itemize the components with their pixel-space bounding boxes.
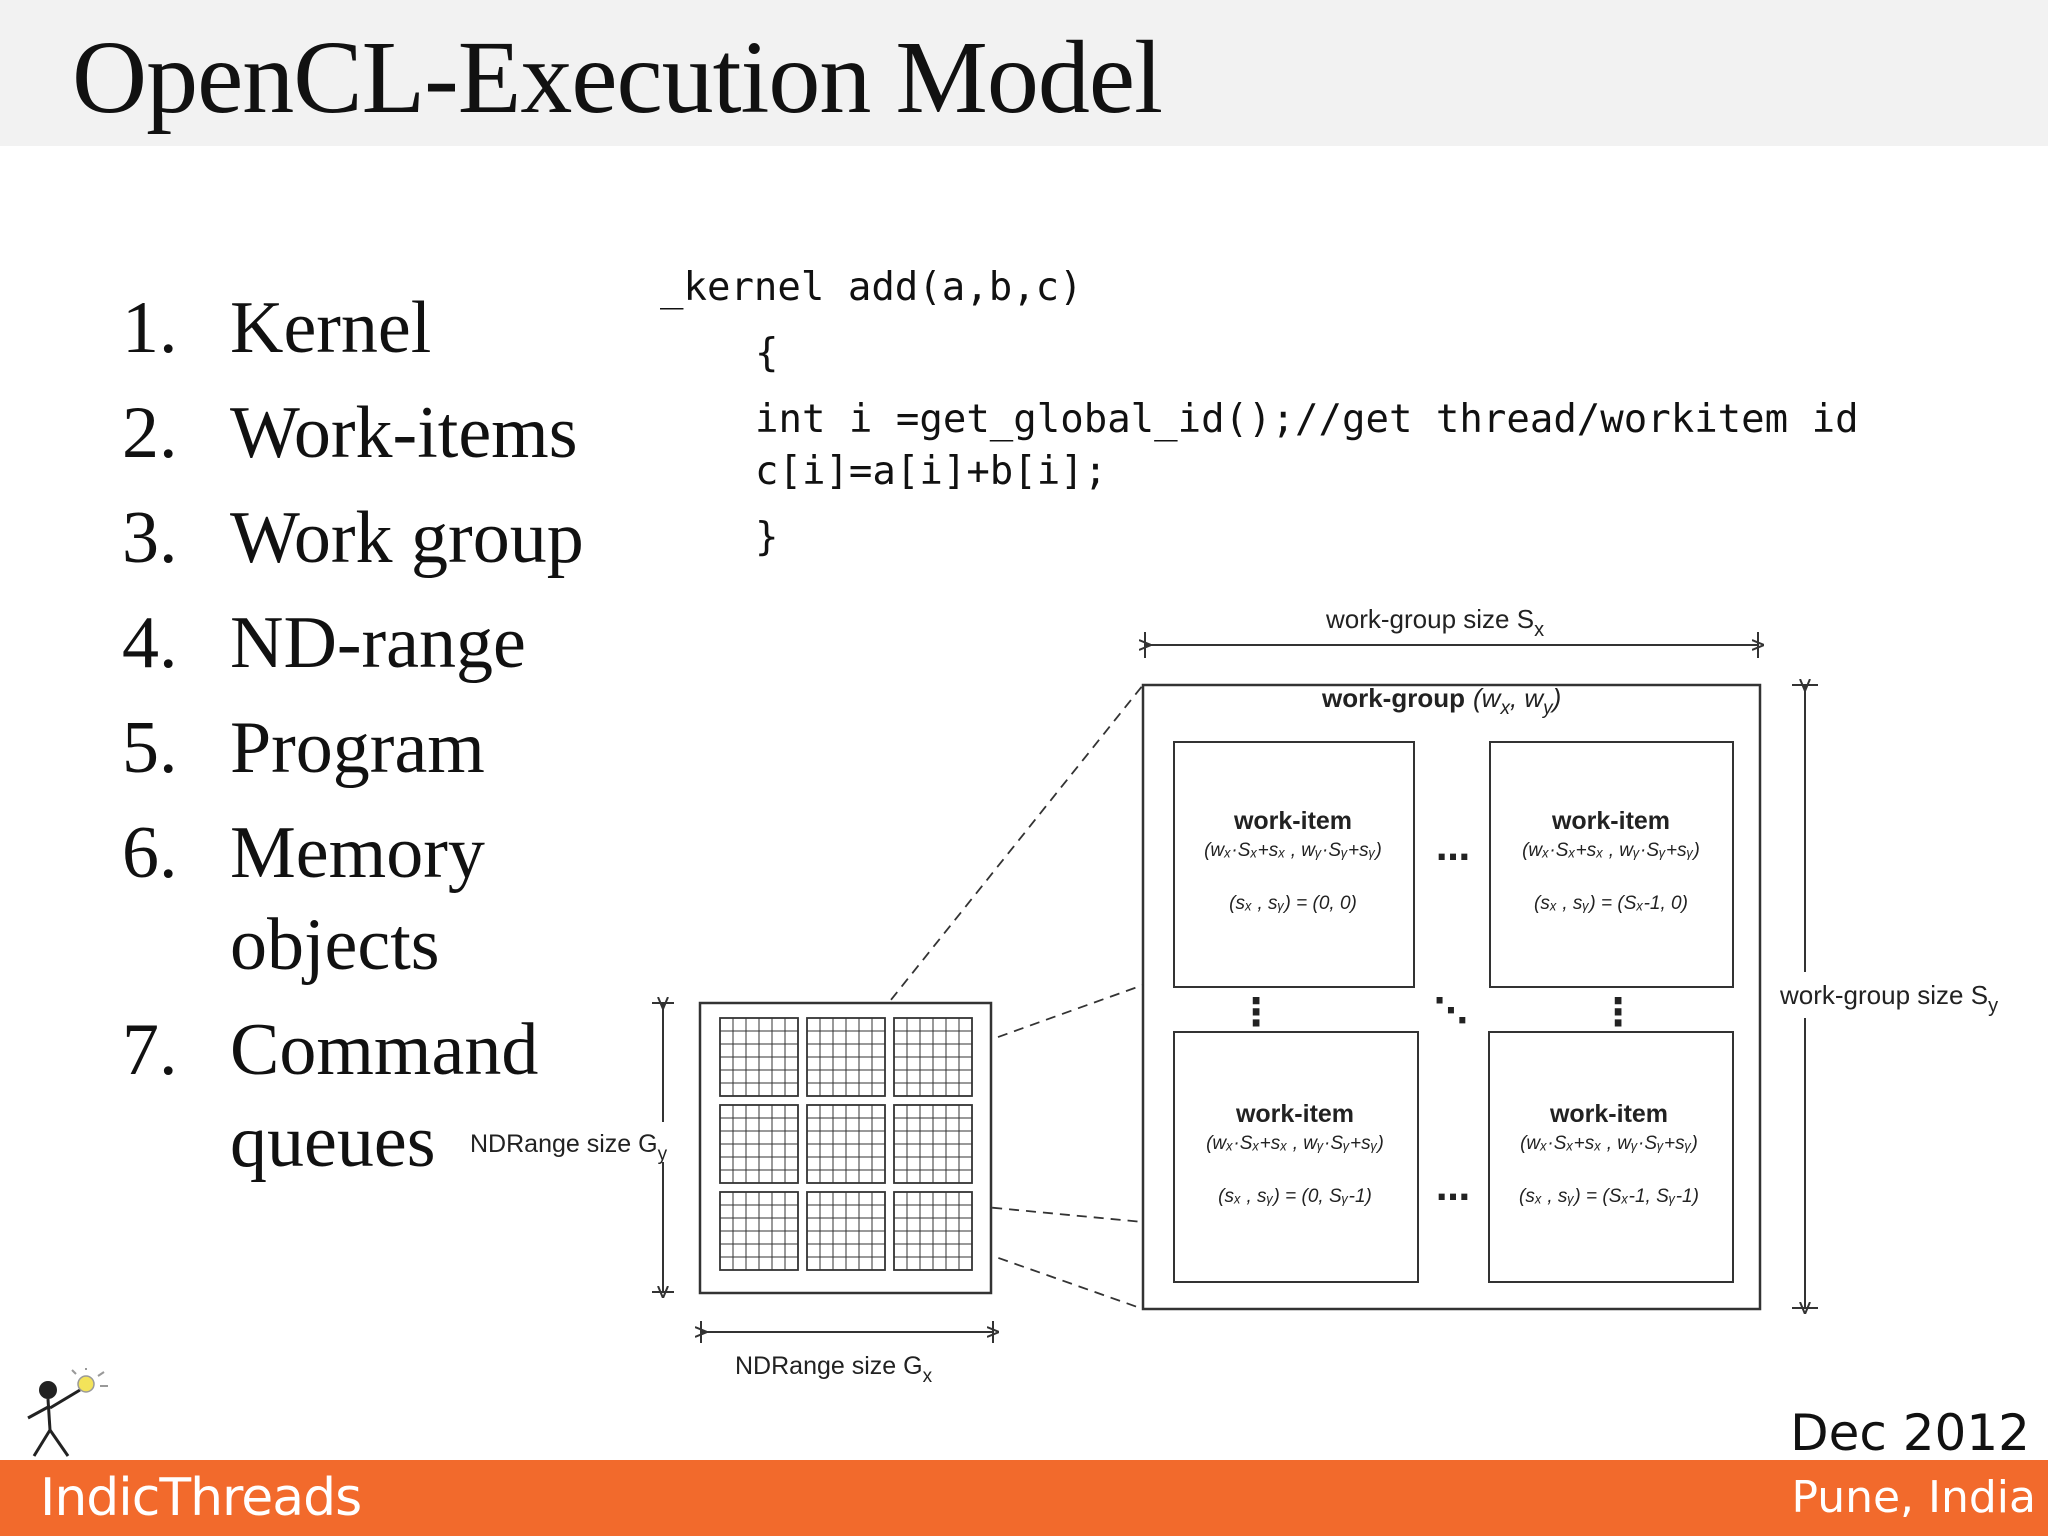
code-line: { [755,331,779,376]
execution-model-diagram: work-group size Sx work-group size Sy wo… [462,604,2040,1387]
list-label: Program [230,707,485,789]
work-group-coords-x: x [1499,698,1511,719]
wg-size-y-sub: y [1988,995,1998,1017]
work-item-local-id: (sₓ , sᵧ) = (0, 0) [1229,893,1357,914]
list-label: Kernel [230,287,432,369]
list-number: 3. [122,497,178,579]
work-item-label: work-item [1551,807,1670,835]
ndrange-y-dimension: NDRange size Gy [462,1003,684,1292]
idea-man-logo [27,1368,108,1457]
work-group-coords-mid: , w [1510,683,1545,713]
ellipsis-vertical: ⋮ [1599,990,1637,1034]
slide-title: OpenCL-Execution Model [72,20,1163,135]
list-number: 7. [122,1009,178,1091]
work-item-label: work-item [1549,1100,1668,1128]
work-item-formula: (wₓ·Sₓ+sₓ , wᵧ·Sᵧ+sᵧ) [1206,1133,1384,1154]
brand-name: IndicThreads [40,1468,362,1528]
svg-text:NDRange size Gx: NDRange size Gx [735,1352,933,1387]
work-item-label: work-item [1233,807,1352,835]
ndrange-y-label: NDRange size G [470,1130,658,1158]
list-item: 2. Work-items [122,387,750,479]
work-item-formula: (wₓ·Sₓ+sₓ , wᵧ·Sᵧ+sᵧ) [1520,1133,1698,1154]
list-item: 7. Command queues [122,1004,750,1188]
ellipsis-horizontal: … [1436,829,1470,869]
list-number: 6. [122,812,178,894]
wg-size-x-label: work-group size S [1325,604,1534,634]
work-item-label: work-item [1235,1100,1354,1128]
wg-size-y-label: work-group size S [1779,980,1988,1010]
work-item-local-id: (sₓ , sᵧ) = (0, Sᵧ-1) [1218,1186,1372,1207]
presentation-location: Pune, India [1791,1472,2036,1523]
work-item-top-left: work-item (wₓ·Sₓ+sₓ , wᵧ·Sᵧ+sᵧ) (sₓ , sᵧ… [1173,741,1415,988]
list-item: 5. Program [122,702,750,794]
list-item: 6. Memory objects [122,807,750,991]
code-line: } [755,515,779,560]
list-label: Work-items [230,392,578,474]
work-group-coords-y: y [1541,698,1554,719]
list-number: 5. [122,707,178,789]
ndrange-x-sub: x [923,1366,933,1387]
list-item: 1. Kernel [122,282,750,374]
list-label: Command queues [230,1009,539,1183]
work-item-top-right: work-item (wₓ·Sₓ+sₓ , wᵧ·Sᵧ+sᵧ) (sₓ , sᵧ… [1489,741,1734,988]
list-label: Memory objects [230,812,485,986]
work-item-local-id: (sₓ , sᵧ) = (Sₓ-1, 0) [1534,893,1688,914]
svg-text:work-group size Sy: work-group size Sy [1779,980,1998,1017]
list-item: 4. ND-range [122,597,750,689]
work-item-bottom-right: work-item (wₓ·Sₓ+sₓ , wᵧ·Sᵧ+sᵧ) (sₓ , sᵧ… [1488,1031,1734,1283]
work-item-formula: (wₓ·Sₓ+sₓ , wᵧ·Sᵧ+sᵧ) [1522,840,1700,861]
work-item-formula: (wₓ·Sₓ+sₓ , wᵧ·Sᵧ+sᵧ) [1204,840,1382,861]
list-item: 3. Work group [122,492,750,584]
list-label: ND-range [230,602,526,684]
code-line: c[i]=a[i]+b[i]; [755,449,1108,494]
wg-size-y-dimension: work-group size Sy [1770,685,2040,1308]
list-number: 4. [122,602,178,684]
ndrange-x-dimension: NDRange size Gx [701,1321,993,1387]
work-item-bottom-left: work-item (wₓ·Sₓ+sₓ , wᵧ·Sᵧ+sᵧ) (sₓ , sᵧ… [1173,1031,1419,1283]
ndrange-y-sub: y [658,1144,668,1165]
footer-bar [0,1460,2048,1536]
work-item-local-id: (sₓ , sᵧ) = (Sₓ-1, Sᵧ-1) [1519,1186,1699,1207]
wg-size-x-dimension: work-group size Sx [1145,604,1758,658]
list-number: 2. [122,392,178,474]
ndrange-x-label: NDRange size G [735,1352,923,1380]
kernel-code: _kernel add(a,b,c) { int i =get_global_id(… [660,262,1859,564]
title-bar [0,0,2048,146]
ndrange-grid [698,1001,993,1295]
list-number: 1. [122,287,178,369]
work-group-coords-end: ) [1550,683,1562,713]
concept-list: 1. Kernel 2. Work-items 3. Work group 4. ND-… [122,282,750,1201]
svg-text:NDRange size Gy: NDRange size Gy [470,1130,668,1165]
ellipsis-diagonal: ⋱ [1434,991,1468,1031]
code-line: int i =get_global_id();//get thread/work… [755,397,1859,442]
ellipsis-horizontal: … [1436,1169,1470,1209]
presentation-date: Dec 2012 [1790,1404,2030,1462]
svg-text:work-group size Sx: work-group size Sx [1325,604,1544,641]
work-group-coords: (w [1473,683,1503,713]
wg-size-x-sub: x [1534,619,1544,641]
code-line: _kernel add(a,b,c) [660,265,1083,310]
list-label: Work group [230,497,584,579]
work-group-label: work-group [1321,683,1465,713]
svg-text:work-group(wx, wy): work-group (wx, wy) [1321,683,1561,719]
ellipsis-vertical: ⋮ [1237,990,1275,1034]
